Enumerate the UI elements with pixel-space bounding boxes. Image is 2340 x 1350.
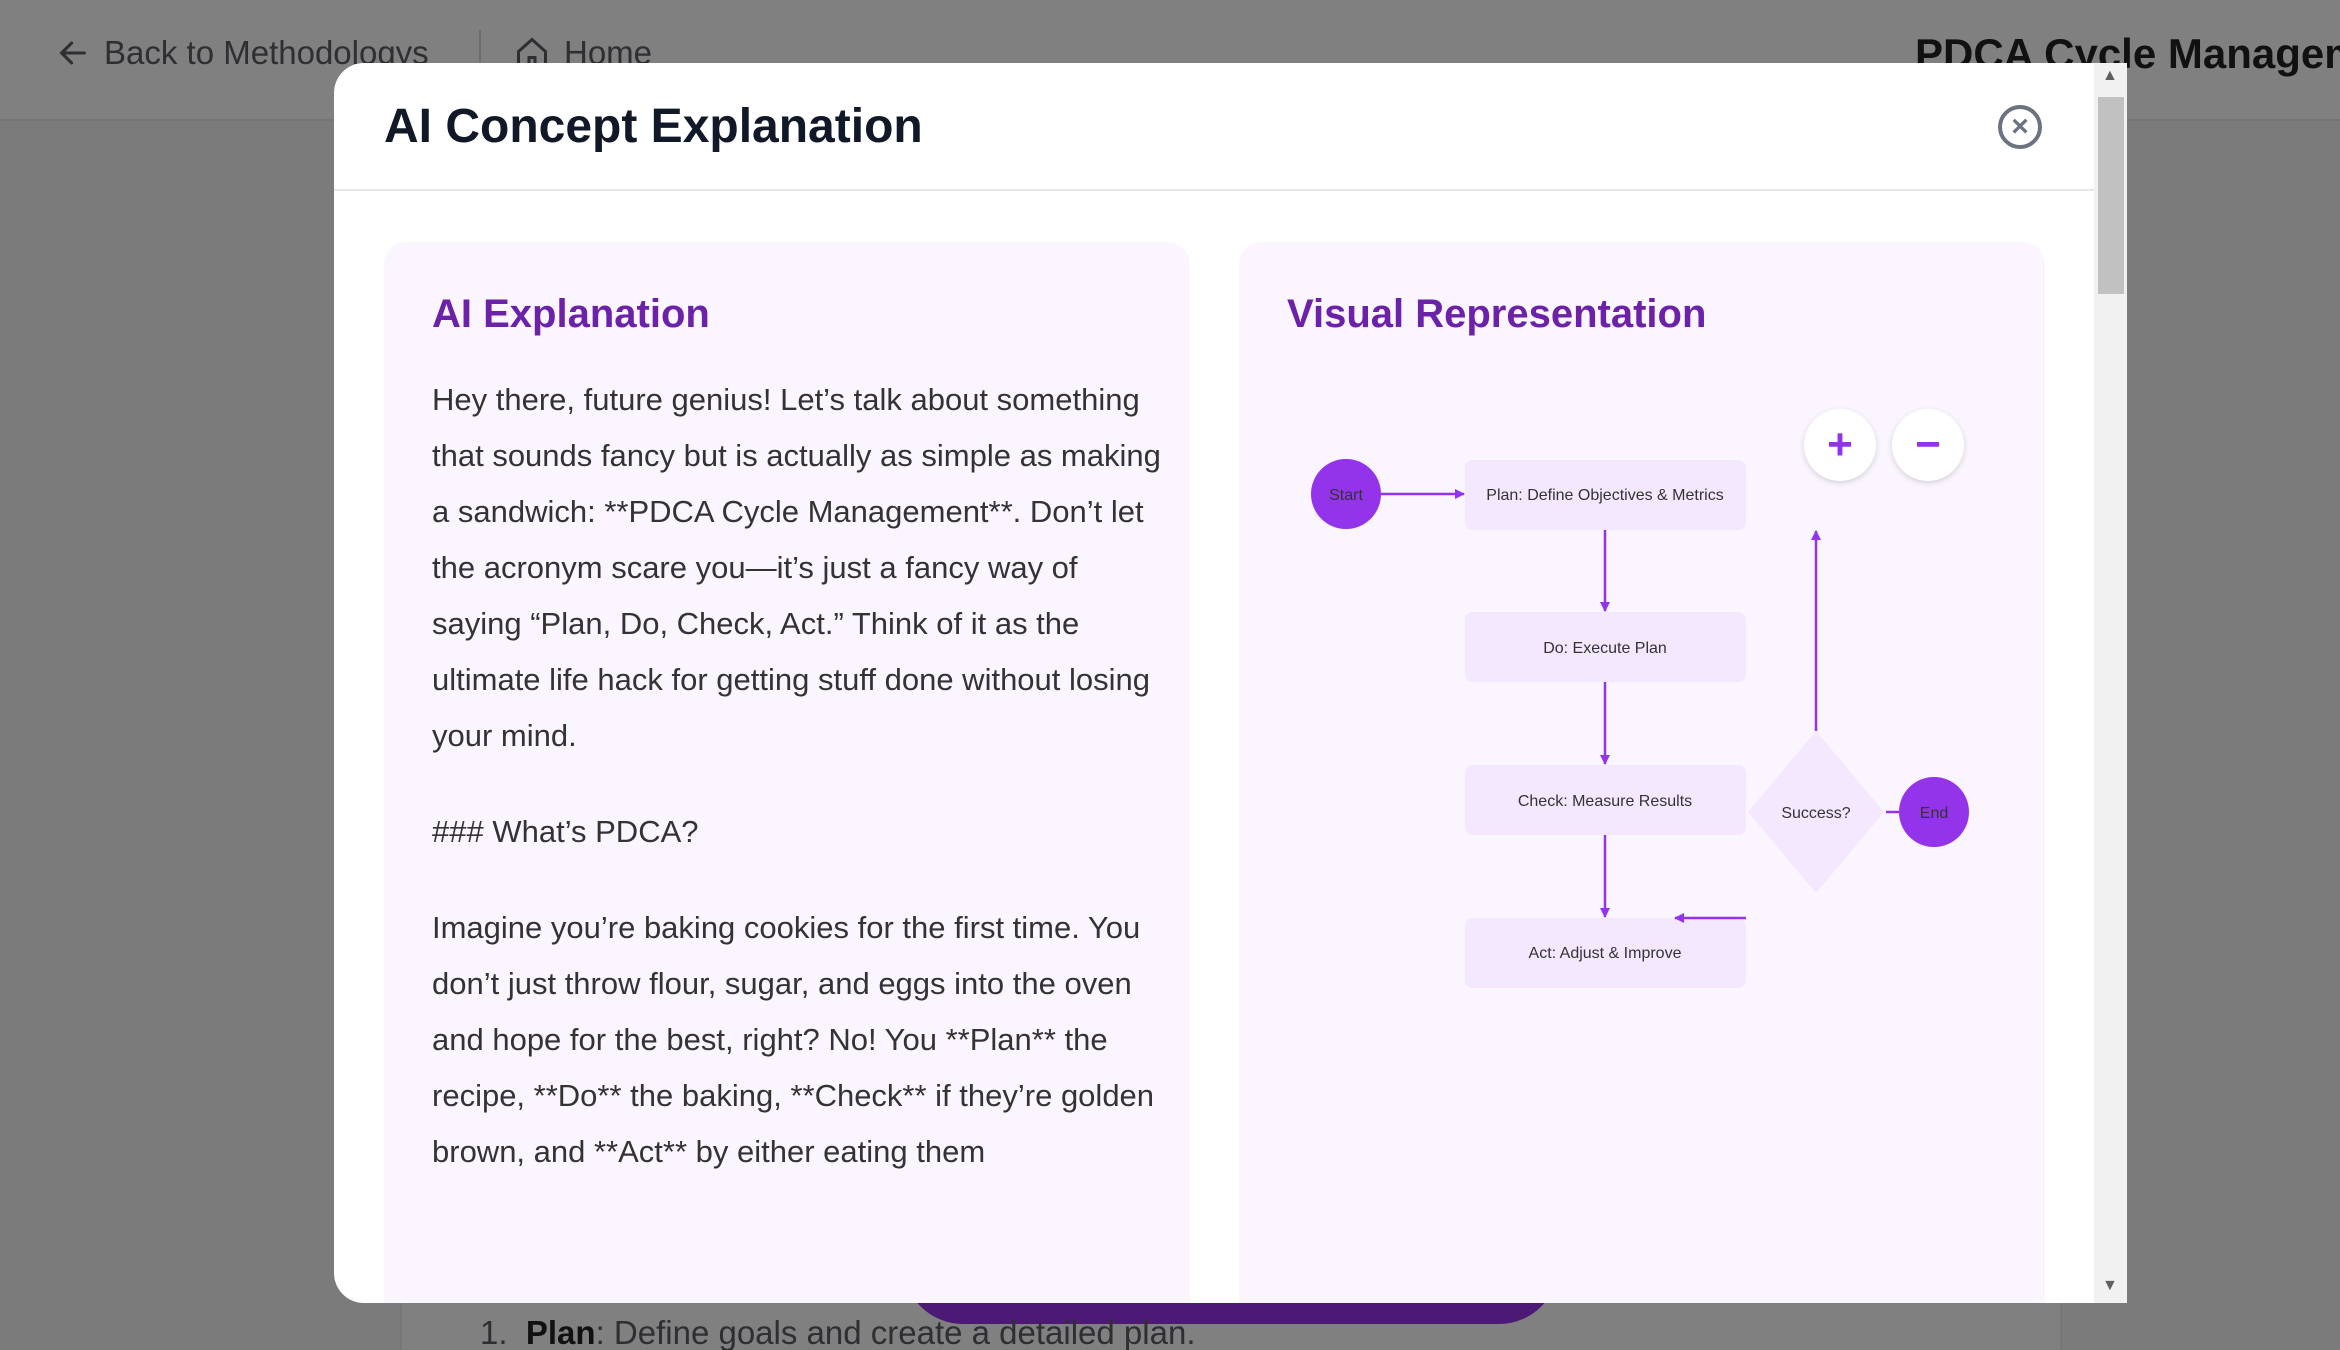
visual-representation-card: Visual Representation Start Plan: Define… bbox=[1239, 242, 2045, 1303]
paragraph: Hey there, future genius! Let’s talk abo… bbox=[432, 382, 1161, 753]
plan-node bbox=[1465, 460, 1746, 530]
modal-title: AI Concept Explanation bbox=[384, 100, 923, 153]
scroll-down-icon[interactable]: ▼ bbox=[2102, 1277, 2118, 1294]
do-node bbox=[1465, 612, 1746, 682]
ai-explanation-card: AI Explanation Hey there, future genius!… bbox=[384, 242, 1190, 1303]
act-label: Act: Adjust & Improve bbox=[1529, 945, 1682, 962]
list-number: 1. bbox=[480, 1314, 508, 1350]
explanation-heading: AI Explanation bbox=[432, 292, 710, 336]
check-label: Check: Measure Results bbox=[1518, 793, 1692, 810]
decision-node bbox=[1748, 731, 1884, 893]
concept-modal: AI Concept Explanation × AI Explanation … bbox=[334, 63, 2127, 1303]
do-label: Do: Execute Plan bbox=[1543, 640, 1667, 657]
nav-divider bbox=[479, 30, 481, 88]
decision-label: Success? bbox=[1781, 805, 1850, 822]
scrollbar-thumb[interactable] bbox=[2098, 97, 2124, 294]
pdca-flowchart: Start Plan: Define Objectives & Metrics … bbox=[1311, 459, 1969, 988]
zoom-out-button[interactable]: − bbox=[1892, 409, 1964, 481]
start-node bbox=[1311, 459, 1381, 529]
paragraph: Imagine you’re baking cookies for the fi… bbox=[432, 910, 1155, 1169]
zoom-in-button[interactable]: + bbox=[1804, 409, 1876, 481]
plan-label: Plan: Define Objectives & Metrics bbox=[1486, 487, 1723, 504]
modal-header: AI Concept Explanation × bbox=[334, 63, 2094, 191]
act-node bbox=[1465, 918, 1746, 988]
list-text: : Define goals and create a detailed pla… bbox=[595, 1314, 1196, 1350]
modal-scrollbar[interactable]: ▲ ▼ bbox=[2094, 63, 2127, 1303]
list-bold: Plan bbox=[525, 1314, 596, 1350]
close-icon[interactable]: × bbox=[1998, 105, 2042, 149]
explanation-body: Hey there, future genius! Let’s talk abo… bbox=[432, 372, 1162, 1220]
paragraph: ### What’s PDCA? bbox=[432, 814, 699, 849]
start-label: Start bbox=[1329, 487, 1363, 504]
scroll-up-icon[interactable]: ▲ bbox=[2102, 67, 2118, 84]
check-node bbox=[1465, 765, 1746, 835]
end-node bbox=[1899, 777, 1969, 847]
background-list-item: 1. Plan: Define goals and create a detai… bbox=[480, 1314, 1196, 1350]
end-label: End bbox=[1920, 805, 1948, 822]
visual-heading: Visual Representation bbox=[1287, 292, 1707, 336]
arrow-left-icon bbox=[59, 41, 86, 65]
